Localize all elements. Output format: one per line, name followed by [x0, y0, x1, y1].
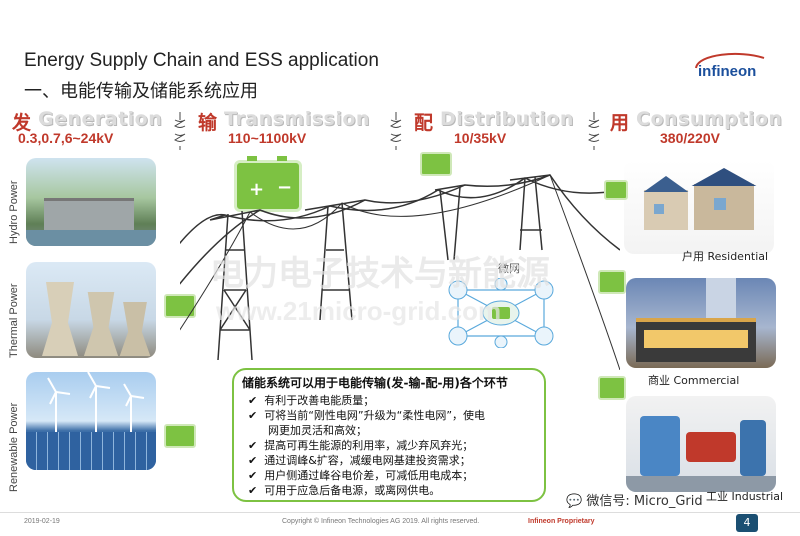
footer-divider [0, 512, 800, 513]
consumer-residential-label: 户用 Residential [682, 250, 769, 263]
residential-image [624, 160, 774, 254]
watermark-url: www.21micro-grid.com [216, 296, 502, 326]
footer-copyright: Copyright © Infineon Technologies AG 201… [282, 518, 480, 525]
battery-icon [598, 376, 626, 400]
side-label-renewable: Renewable Power [8, 402, 20, 492]
renewable-power-image [26, 372, 156, 470]
ess-item: ✔ 用户侧通过峰谷电价差，可减低用电成本； [248, 469, 474, 482]
stage-dist-zh: 配 [414, 112, 434, 134]
watermark-cn: 电力电子技术与新能源 [210, 254, 550, 294]
thermal-power-image [26, 262, 156, 358]
logo-text: infineon [698, 63, 756, 80]
infineon-logo: infineon [695, 52, 765, 80]
stage-dist-voltage: 10/35kV [454, 130, 507, 146]
ess-item: ✔ 通过调峰&扩容，减缓电网基建投资需求； [248, 454, 471, 467]
microgrid-diagram [446, 277, 556, 349]
page-title-en: Energy Supply Chain and ESS application [24, 50, 379, 71]
stage-trans-zh: 输 [198, 112, 218, 134]
consumer-industrial-label: 工业 Industrial [706, 490, 784, 503]
ess-item: ✔ 有利于改善电能质量； [248, 394, 375, 407]
ess-item-continued: 网更加灵活和高效； [268, 424, 367, 437]
ess-item: ✔ 可将当前“刚性电网”升级为“柔性电网”，使电 [248, 409, 486, 422]
side-label-hydro: Hydro Power [8, 180, 20, 244]
large-battery-icon: + − [234, 156, 302, 212]
stage-dist-en: Distribution [440, 108, 574, 130]
battery-icon [598, 270, 626, 294]
wechat-icon: 💬 [566, 494, 583, 509]
industrial-image [626, 396, 776, 492]
transformer-icon [390, 112, 402, 150]
stage-cons-zh: 用 [610, 112, 630, 134]
hydro-power-image [26, 158, 156, 246]
ess-item: ✔ 可用于应急后备电源，或离网供电。 [248, 484, 441, 497]
side-label-thermal: Thermal Power [8, 283, 20, 358]
footer-date: 2019-02-19 [24, 518, 60, 525]
stage-gen-voltage: 0.3,0.7,6~24kV [18, 130, 114, 146]
stage-trans-en: Transmission [224, 108, 370, 130]
wechat-id: 💬 微信号: Micro_Grid [566, 494, 703, 509]
battery-icon [604, 180, 628, 200]
ess-item: ✔ 提高可再生能源的利用率，减少弃风弃光； [248, 439, 474, 452]
stage-trans-voltage: 110~1100kV [228, 130, 307, 146]
stage-gen-zh: 发 [12, 112, 32, 134]
ess-benefits-box: 储能系统可以用于电能传输(发-输-配-用)各个环节 ✔ 有利于改善电能质量； ✔… [232, 368, 546, 502]
stage-gen-en: Generation [38, 108, 163, 130]
microgrid-label: 微网 [498, 262, 520, 275]
power-lines-diagram [180, 174, 620, 370]
battery-icon [164, 424, 196, 448]
consumer-commercial-label: 商业 Commercial [648, 374, 740, 387]
page-title-zh: 一、电能传输及储能系统应用 [24, 81, 258, 102]
page-number: 4 [736, 514, 758, 532]
stage-cons-en: Consumption [636, 108, 783, 130]
ess-box-title: 储能系统可以用于电能传输(发-输-配-用)各个环节 [242, 376, 508, 390]
transformer-icon [174, 112, 186, 150]
footer-proprietary: Infineon Proprietary [528, 518, 595, 525]
commercial-image [626, 278, 776, 368]
battery-icon [164, 294, 196, 318]
transformer-icon [588, 112, 600, 150]
battery-icon [420, 152, 452, 176]
stage-cons-voltage: 380/220V [660, 130, 720, 146]
